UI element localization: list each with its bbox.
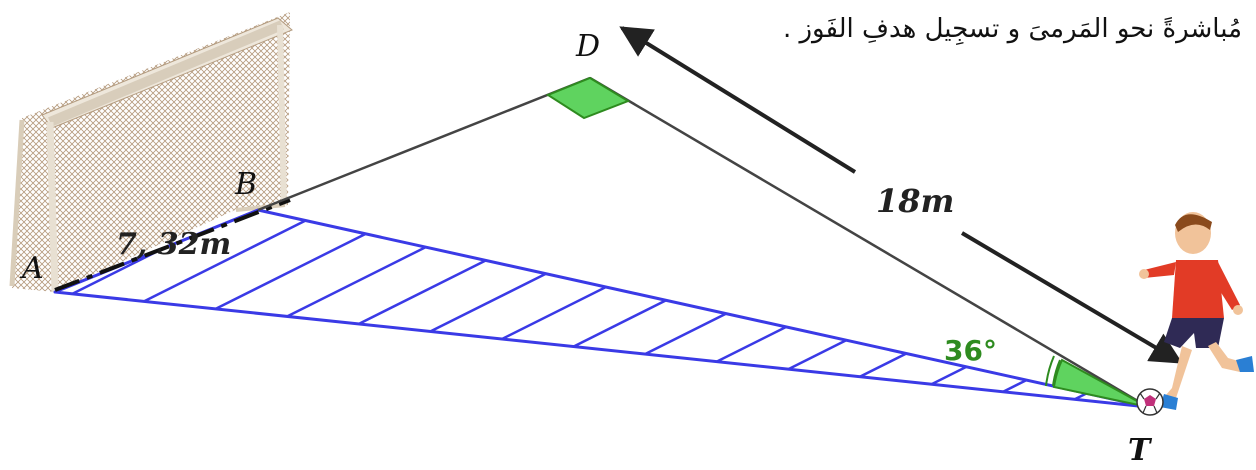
point-label-B: B: [234, 167, 257, 202]
angle-marker-T: [1045, 355, 1149, 408]
angle-label-T: 36°: [944, 334, 997, 367]
right-angle-marker: [545, 76, 631, 120]
point-label-A: A: [19, 251, 44, 286]
hatch-line: [491, 210, 913, 346]
soccer-player-icon: [1139, 212, 1254, 410]
length-label-DT: 18m: [876, 182, 954, 220]
hatch-line: [131, 210, 553, 309]
segment-AB: [54, 198, 291, 292]
hatch-line: [563, 210, 985, 353]
point-label-D: D: [575, 29, 600, 64]
segment-DT: [589, 76, 1149, 409]
hatch-line: [203, 210, 625, 316]
soccer-goal-icon: [9, 12, 293, 293]
problem-text-line: مُباشرةً نحو المَرمىَ و تسجِيل هدفِ الفَ…: [782, 14, 1242, 44]
segment-BD: [257, 76, 591, 212]
hatch-line: [275, 210, 697, 324]
hatch-line: [347, 210, 769, 331]
dimension-arrow-DT-lower: [960, 231, 1183, 364]
point-label-T: T: [1128, 433, 1153, 468]
soccer-ball-icon: [1136, 388, 1164, 416]
length-label-AB: 7, 32m: [116, 227, 231, 262]
hatch-line: [59, 210, 481, 302]
hatch-line: [419, 210, 841, 338]
dimension-arrow-DT-upper: [619, 26, 857, 174]
